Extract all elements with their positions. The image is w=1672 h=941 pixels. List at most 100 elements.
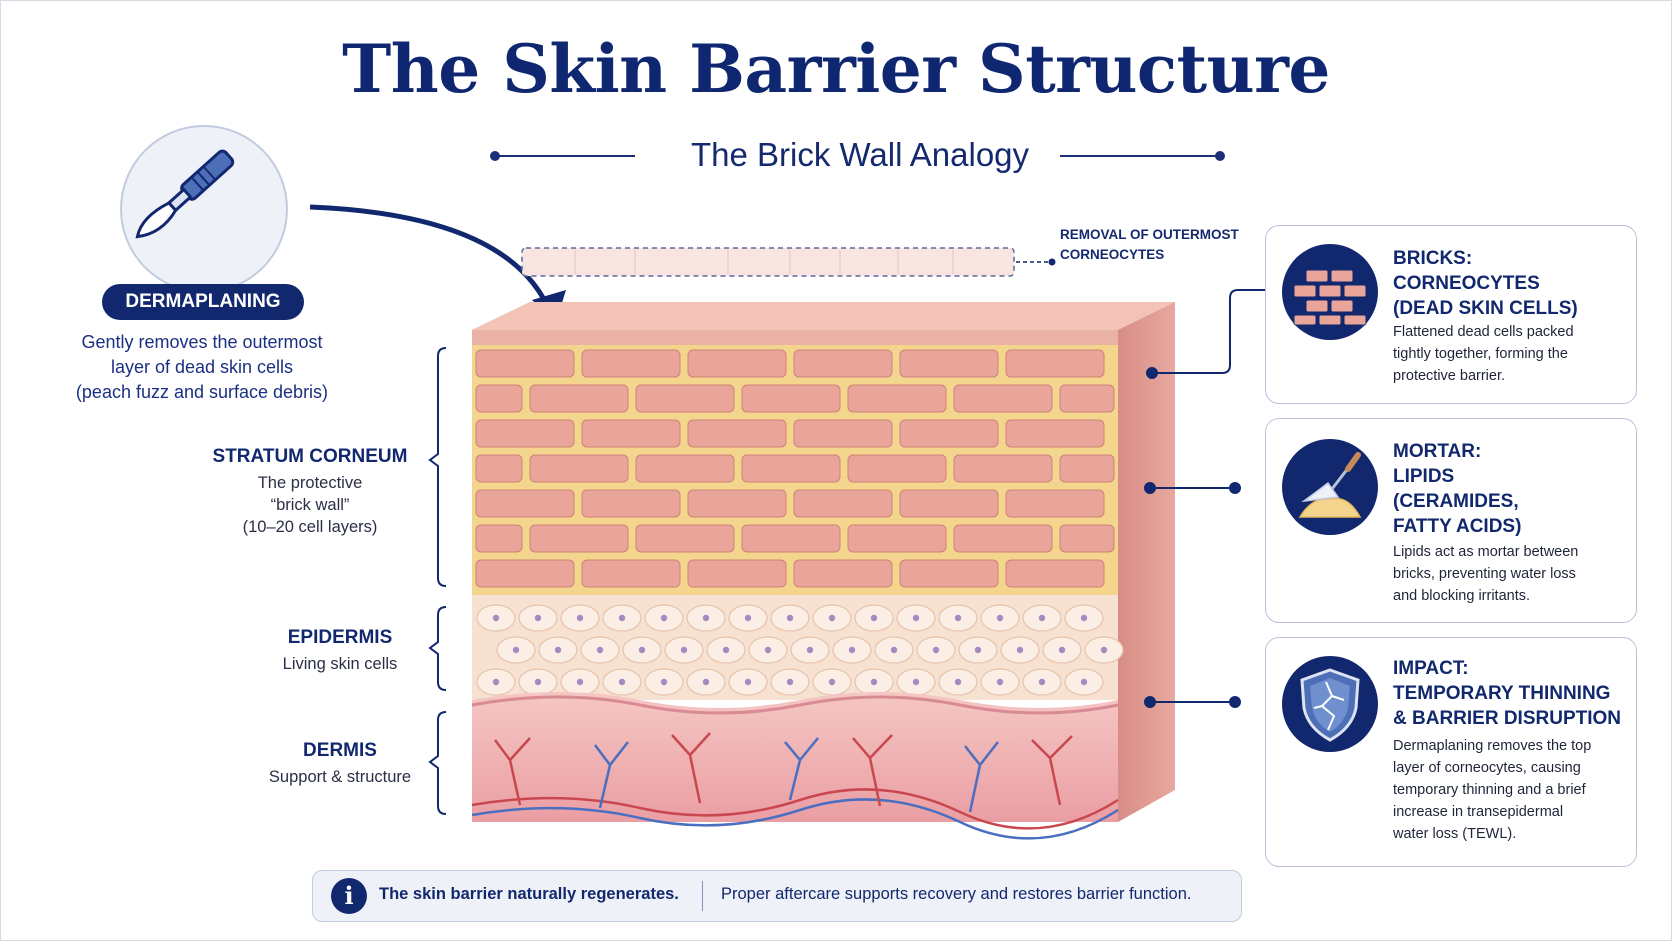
brick [475, 524, 523, 553]
scalpel-icon [135, 149, 235, 239]
card-mortar: MORTAR: LIPIDS (CERAMIDES, FATTY ACIDS) … [1265, 418, 1637, 623]
cell-nucleus [744, 614, 752, 622]
brick [899, 419, 999, 448]
description-line: The protective [257, 474, 363, 492]
card-description-line: Dermaplaning removes the top [1393, 738, 1592, 754]
brick [529, 524, 629, 553]
brick [1059, 384, 1115, 413]
bricks-icon [1293, 269, 1367, 326]
cell-nucleus [638, 646, 646, 654]
card-description: Lipids act as mortar between bricks, pre… [1393, 541, 1625, 607]
brick [529, 454, 629, 483]
brick [475, 419, 575, 448]
card-title-line: & BARRIER DISRUPTION [1393, 708, 1622, 729]
card-description-line: increase in transepidermal [1393, 804, 1564, 820]
brick [793, 489, 893, 518]
epidermis-label: EPIDERMIS Living skin cells [240, 627, 440, 675]
brick [1005, 559, 1105, 588]
cell-nucleus [954, 614, 962, 622]
info-secondary-text: Proper aftercare supports recovery and r… [721, 885, 1192, 903]
cell-nucleus [786, 614, 794, 622]
brick [635, 384, 735, 413]
block-side-face [1118, 302, 1175, 822]
card-description-line: protective barrier. [1393, 368, 1506, 384]
cell-nucleus [576, 614, 584, 622]
description-line: (10–20 cell layers) [242, 518, 378, 536]
brick [1059, 524, 1115, 553]
cell-nucleus [512, 646, 520, 654]
brick [687, 559, 787, 588]
card-title-line: (DEAD SKIN CELLS) [1393, 298, 1578, 319]
cell-nucleus [492, 678, 500, 686]
cell-nucleus [912, 614, 920, 622]
card-description-line: Lipids act as mortar between [1393, 544, 1579, 560]
subtitle-right-dot [1215, 151, 1225, 161]
page-title: The Skin Barrier Structure [342, 30, 1330, 108]
brick [1005, 419, 1105, 448]
dermaplaning-line: layer of dead skin cells [110, 357, 294, 377]
brick [953, 384, 1053, 413]
subtitle-left-rule [495, 155, 635, 157]
epidermis-description: Living skin cells [282, 655, 398, 673]
cell-nucleus [1080, 614, 1088, 622]
brick [529, 384, 629, 413]
dermaplaning-line: Gently removes the outermost [81, 332, 323, 352]
cell-nucleus [764, 646, 772, 654]
cell-nucleus [576, 678, 584, 686]
brick [635, 524, 735, 553]
cell-nucleus [618, 678, 626, 686]
cell-nucleus [596, 646, 604, 654]
cell-nucleus [890, 646, 898, 654]
stratum-corneum-description: The protective “brick wall” (10–20 cell … [210, 472, 410, 538]
brick [475, 384, 523, 413]
brick [899, 489, 999, 518]
cell-nucleus [492, 614, 500, 622]
brick [899, 559, 999, 588]
card-description: Flattened dead cells packed tightly toge… [1393, 321, 1625, 387]
card-title: BRICKS: CORNEOCYTES (DEAD SKIN CELLS) [1393, 246, 1578, 321]
epidermis-cells [476, 604, 1124, 696]
card-description-line: tightly together, forming the [1393, 346, 1568, 362]
cell-nucleus [848, 646, 856, 654]
cell-nucleus [1038, 614, 1046, 622]
cell-nucleus [870, 678, 878, 686]
removal-note: REMOVAL OF OUTERMOST CORNEOCYTES [1060, 225, 1239, 265]
card-title: MORTAR: LIPIDS (CERAMIDES, FATTY ACIDS) [1393, 439, 1521, 539]
cracked-shield-icon [1300, 668, 1360, 742]
subtitle-right-rule [1060, 155, 1220, 157]
card-description-line: water loss (TEWL). [1393, 826, 1517, 842]
mortar-trowel-icon [1298, 452, 1362, 518]
card-icon-circle [1282, 656, 1378, 752]
layer-brackets [428, 347, 447, 815]
cell-nucleus [534, 614, 542, 622]
cell-nucleus [996, 614, 1004, 622]
dermaplaning-line: (peach fuzz and surface debris) [75, 382, 329, 402]
removed-corneocyte-strip [521, 247, 1056, 277]
brick [1059, 454, 1115, 483]
cell-nucleus [702, 614, 710, 622]
brick [581, 559, 681, 588]
removal-note-line: REMOVAL OF OUTERMOST [1060, 227, 1239, 242]
card-title-line: FATTY ACIDS) [1393, 516, 1522, 537]
brick [793, 349, 893, 378]
brick [953, 524, 1053, 553]
cell-nucleus [806, 646, 814, 654]
info-separator [702, 881, 703, 911]
card-title-line: MORTAR: [1393, 441, 1482, 462]
card-title-line: BRICKS: [1393, 248, 1473, 269]
dermaplaning-badge: DERMAPLANING [102, 284, 304, 320]
card-description: Dermaplaning removes the top layer of co… [1393, 735, 1625, 845]
brick [847, 524, 947, 553]
stratum-corneum-label: STRATUM CORNEUM The protective “brick wa… [210, 446, 410, 538]
dermis-title: DERMIS [303, 740, 377, 761]
cell-nucleus [912, 678, 920, 686]
brick [741, 384, 841, 413]
brick [793, 559, 893, 588]
card-description-line: Flattened dead cells packed [1393, 324, 1574, 340]
card-description-line: temporary thinning and a brief [1393, 782, 1586, 798]
cell-nucleus [722, 646, 730, 654]
brick-rows [475, 349, 1115, 588]
card-description-line: and blocking irritants. [1393, 588, 1531, 604]
card-title-line: (CERAMIDES, [1393, 491, 1519, 512]
page-subtitle: The Brick Wall Analogy [690, 136, 1030, 173]
